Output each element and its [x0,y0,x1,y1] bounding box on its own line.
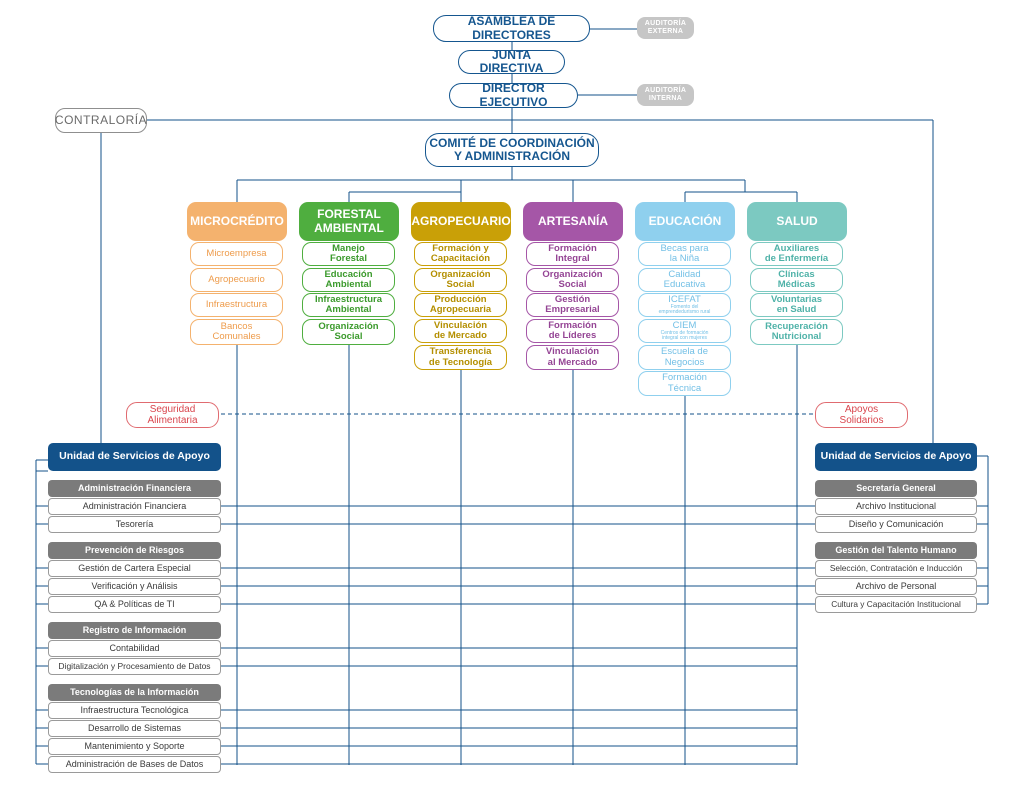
area-header-microcredito: MICROCRÉDITO [187,202,287,241]
area-header-artesania: ARTESANÍA [523,202,623,241]
area-header-salud: SALUD [747,202,847,241]
educacion-item: CIEM Centros de formación integral con m… [638,319,731,343]
left-group-item: Administración de Bases de Datos [48,756,221,773]
microcredito-item: Microempresa [190,242,283,266]
left-group-item: Verificación y Análisis [48,578,221,595]
right-support-unit-title: Unidad de Servicios de Apoyo [815,443,977,471]
area-header-agropecuario: AGROPECUARIO [411,202,511,241]
right-group-header: Secretaría General [815,480,977,497]
left-group-item: Digitalización y Procesamiento de Datos [48,658,221,675]
microcredito-item: Agropecuario [190,268,283,292]
left-group-item: QA & Políticas de TI [48,596,221,613]
right-group-item: Cultura y Capacitación Institucional [815,596,977,613]
left-group-header: Tecnologías de la Información [48,684,221,701]
asamblea-de-directores: ASAMBLEA DE DIRECTORES [433,15,590,42]
area-header-educacion: EDUCACIÓN [635,202,735,241]
left-group-item: Mantenimiento y Soporte [48,738,221,755]
left-group-item: Administración Financiera [48,498,221,515]
area-header-forestal-ambiental: FORESTAL AMBIENTAL [299,202,399,241]
left-group-item: Gestión de Cartera Especial [48,560,221,577]
left-group-item: Desarrollo de Sistemas [48,720,221,737]
left-group-header: Registro de Información [48,622,221,639]
right-group-item: Diseño y Comunicación [815,516,977,533]
microcredito-item: Infraestructura [190,293,283,317]
auditoria-externa-badge: AUDITORÍA EXTERNA [637,17,694,39]
left-group-header: Administración Financiera [48,480,221,497]
left-group-header: Prevención de Riesgos [48,542,221,559]
comite-de-coordinacion: COMITÉ DE COORDINACIÓN Y ADMINISTRACIÓN [425,133,599,167]
right-group-header: Gestión del Talento Humano [815,542,977,559]
auditoria-interna-badge: AUDITORÍA INTERNA [637,84,694,106]
director-ejecutivo: DIRECTOR EJECUTIVO [449,82,578,108]
left-group-item: Tesorería [48,516,221,533]
educacion-item: ICEFAT Fomento del emprendedurismo rural [638,293,731,317]
left-group-item: Infraestructura Tecnológica [48,702,221,719]
junta-directiva: JUNTA DIRECTIVA [458,48,565,75]
right-group-item: Selección, Contratación e Inducción [815,560,977,577]
right-group-item: Archivo de Personal [815,578,977,595]
left-group-item: Contabilidad [48,640,221,657]
right-group-item: Archivo Institucional [815,498,977,515]
contraloria: CONTRALORÍA [55,108,147,133]
left-support-unit-title: Unidad de Servicios de Apoyo [48,443,221,471]
